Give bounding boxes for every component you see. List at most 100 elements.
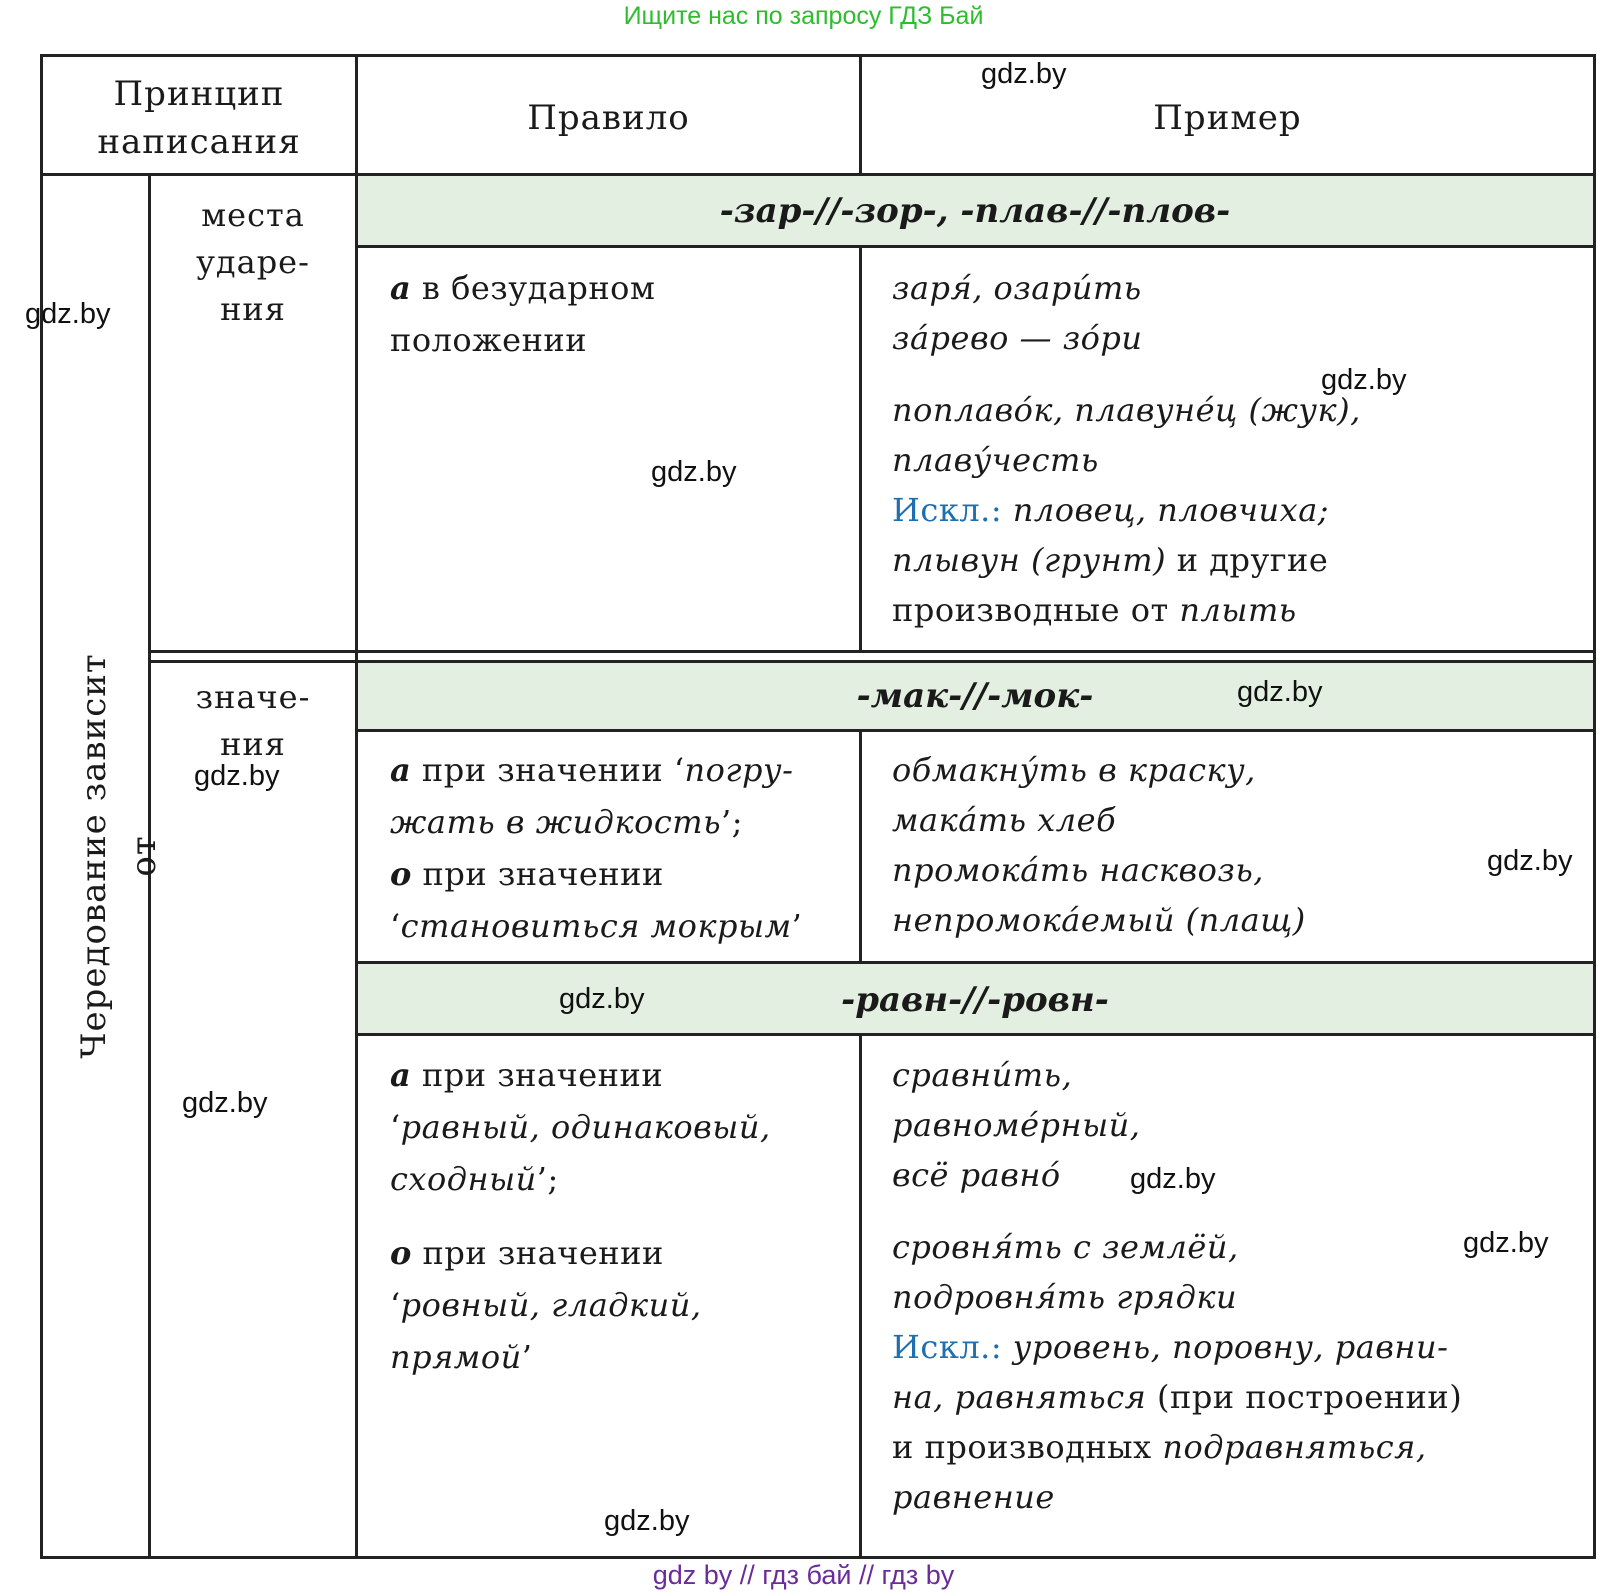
- watermark: gdz.by: [182, 1087, 268, 1119]
- watermark: gdz.by: [1463, 1227, 1549, 1259]
- root-ravn-rovn: -равн-//-ровн-: [841, 980, 1109, 1020]
- text-segment: плыть: [1179, 591, 1297, 629]
- text-line: положении: [390, 314, 855, 366]
- search-banner: Ищите нас по запросу ГДЗ Бай: [623, 2, 984, 30]
- text-segment: сравни́ть,: [892, 1056, 1073, 1094]
- watermark: gdz.by: [25, 298, 111, 330]
- exception-label: Искл.:: [892, 1328, 1013, 1366]
- root-band-zar-plav: [357, 176, 1593, 247]
- text-segment: равноме́рный,: [892, 1106, 1141, 1144]
- spacer: [892, 363, 1592, 385]
- text-segment: равный, одинаковый,: [400, 1108, 771, 1146]
- example-mak-mok: обмакну́ть в краску, мака́ть хлеб промока́…: [892, 745, 1592, 945]
- text-line: ‘становиться мокрым’: [390, 900, 858, 952]
- text-line: сходный’;: [390, 1153, 858, 1205]
- text-line: подровня́ть грядки: [892, 1272, 1592, 1322]
- text-segment: при значении: [411, 1234, 664, 1272]
- category-meaning: значе- ния: [195, 678, 311, 763]
- text-segment: уровень, поровну, равни-: [1012, 1328, 1449, 1366]
- text-line: а при значении: [390, 1049, 858, 1101]
- text-line: равнение: [892, 1472, 1592, 1522]
- text-segment: ровный, гладкий,: [400, 1286, 702, 1324]
- text-segment: заря́, озари́ть: [892, 269, 1142, 307]
- text-line: заря́, озари́ть: [892, 263, 1592, 313]
- text-segment: становиться мокрым: [400, 907, 792, 945]
- text-segment: а: [390, 269, 412, 307]
- side-label: Чередование зависит от: [74, 653, 164, 1059]
- text-segment: ’;: [721, 803, 743, 841]
- watermark: gdz.by: [1487, 845, 1573, 877]
- text-segment: подровня́ть грядки: [892, 1278, 1238, 1316]
- text-segment: жать в жидкость: [390, 803, 722, 841]
- text-segment: положении: [390, 321, 588, 359]
- text-segment: ‘: [390, 1108, 401, 1146]
- text-segment: поплаво́к, плавуне́ц (жук),: [892, 391, 1361, 429]
- text-line: поплаво́к, плавуне́ц (жук),: [892, 385, 1592, 435]
- text-segment: о: [390, 855, 412, 893]
- text-segment: сходный: [390, 1160, 537, 1198]
- text-segment: ’: [521, 1338, 533, 1376]
- text-segment: и другие: [1166, 541, 1329, 579]
- text-segment: и производных: [892, 1428, 1163, 1466]
- watermark: gdz.by: [1321, 364, 1407, 396]
- text-segment: пловец, пловчиха;: [1012, 491, 1330, 529]
- text-segment: плывун (грунт): [892, 541, 1167, 579]
- text-line: промока́ть насквозь,: [892, 845, 1592, 895]
- text-segment: о: [390, 1234, 412, 1272]
- watermark: gdz.by: [981, 58, 1067, 90]
- text-segment: обмакну́ть в краску,: [892, 751, 1256, 789]
- text-line: жать в жидкость’;: [390, 796, 858, 848]
- root-mak-mok: -мак-//-мок-: [856, 676, 1094, 716]
- text-segment: при значении ‘: [411, 751, 685, 789]
- text-segment: мака́ть хлеб: [892, 801, 1117, 839]
- watermark: gdz.by: [559, 983, 645, 1015]
- root-band-ravn-rovn: [357, 963, 1593, 1035]
- text-line: обмакну́ть в краску,: [892, 745, 1592, 795]
- text-segment: в безударном: [411, 269, 656, 307]
- watermark: gdz.by: [604, 1505, 690, 1537]
- example-zar-plav: заря́, озари́ть за́рево — зо́ри поплаво́к,…: [892, 263, 1592, 635]
- text-line: мака́ть хлеб: [892, 795, 1592, 845]
- root-band-mak-mok: [357, 663, 1593, 731]
- text-segment: при значении: [411, 1056, 664, 1094]
- exception-label: Искл.:: [892, 491, 1013, 529]
- text-segment: плаву́честь: [892, 441, 1099, 479]
- text-line: непромока́емый (плащ): [892, 895, 1592, 945]
- category-stress: места ударе- ния: [196, 196, 310, 328]
- text-line: прямой’: [390, 1331, 858, 1383]
- rule-mak-mok: а при значении ‘погру-жать в жидкость’;о…: [390, 744, 858, 952]
- text-segment: ’;: [536, 1160, 559, 1198]
- watermark: gdz.by: [1237, 676, 1323, 708]
- header-principle: Принцип написания: [97, 74, 301, 162]
- watermark: gdz.by: [651, 456, 737, 488]
- text-line: а в безударном: [390, 262, 855, 314]
- text-segment: равнение: [892, 1478, 1055, 1516]
- example-ravn-rovn: сравни́ть, равноме́рный, всё равно́ сровня́…: [892, 1050, 1592, 1522]
- spacer: [892, 1200, 1592, 1222]
- spacer: [390, 1205, 858, 1227]
- text-segment: ‘: [390, 1286, 401, 1324]
- text-segment: ‘: [390, 907, 401, 945]
- text-segment: производные от: [892, 591, 1180, 629]
- text-line: о при значении: [390, 848, 858, 900]
- text-segment: погру-: [684, 751, 794, 789]
- text-segment: (при построении): [1146, 1378, 1463, 1416]
- text-segment: непромока́емый (плащ): [892, 901, 1306, 939]
- text-line: плывун (грунт) и другие: [892, 535, 1592, 585]
- text-line: ‘равный, одинаковый,: [390, 1101, 858, 1153]
- footer-banner: gdz by // гдз бай // гдз by: [652, 1560, 955, 1590]
- text-line: за́рево — зо́ри: [892, 313, 1592, 363]
- text-line: всё равно́: [892, 1150, 1592, 1200]
- text-segment: ’: [791, 907, 803, 945]
- text-segment: за́рево — зо́ри: [892, 319, 1143, 357]
- text-line: плаву́честь: [892, 435, 1592, 485]
- text-line: сравни́ть,: [892, 1050, 1592, 1100]
- text-line: сровня́ть с землёй,: [892, 1222, 1592, 1272]
- text-line: на, равняться (при построении): [892, 1372, 1592, 1422]
- text-line: о при значении: [390, 1227, 858, 1279]
- text-segment: промока́ть насквозь,: [892, 851, 1264, 889]
- text-segment: а: [390, 751, 412, 789]
- text-line: Искл.: пловец, пловчиха;: [892, 485, 1592, 535]
- header-example: Пример: [1153, 98, 1302, 138]
- text-line: а при значении ‘погру-: [390, 744, 858, 796]
